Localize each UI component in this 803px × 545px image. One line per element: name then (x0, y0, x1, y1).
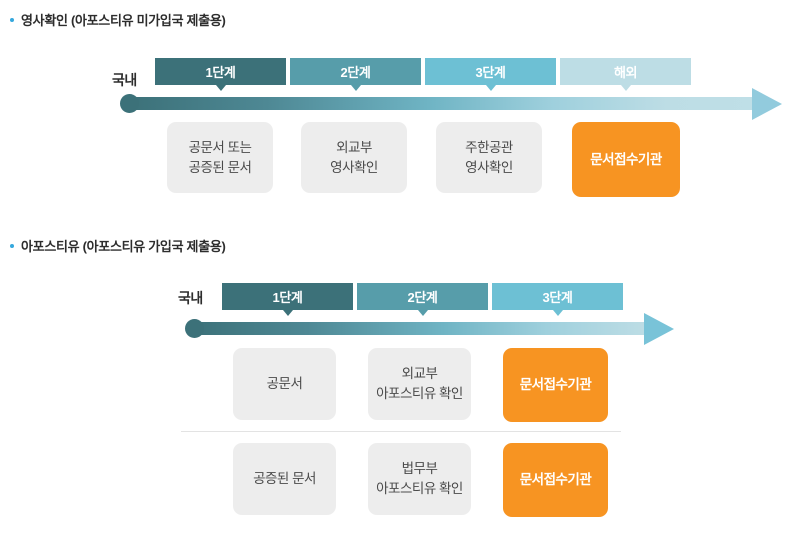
section-2-title: 아포스티유 (아포스티유 가입국 제출용) (10, 236, 226, 255)
bullet-icon (10, 17, 14, 22)
stage-label: 해외 (613, 65, 638, 80)
stage-notch-icon (282, 310, 293, 316)
section-2-row-2-box-3[interactable]: 문서접수기관 (503, 443, 608, 517)
stage-notch-icon (552, 310, 563, 316)
stage-notch-icon (350, 85, 361, 91)
section-2-progress-arrow (185, 313, 705, 353)
stage-notch-icon (215, 85, 226, 91)
section-2-row-1-box-2[interactable]: 외교부 아포스티유 확인 (368, 348, 471, 420)
stage-label: 3단계 (475, 65, 506, 80)
section-2-stage-2[interactable]: 2단계 (357, 283, 488, 316)
section-1-stage-2[interactable]: 2단계 (290, 58, 421, 91)
stage-label: 2단계 (407, 290, 438, 305)
stage-notch-icon (620, 85, 631, 91)
stage-label: 1단계 (272, 290, 303, 305)
section-1-box-3[interactable]: 주한공관 영사확인 (436, 122, 542, 193)
section-2-row-1-box-1[interactable]: 공문서 (233, 348, 336, 420)
arrow-shaft (129, 97, 754, 110)
arrow-start-dot-icon (120, 94, 139, 113)
section-1-stage-3[interactable]: 3단계 (425, 58, 556, 91)
section-1-title: 영사확인 (아포스티유 미가입국 제출용) (10, 10, 226, 29)
section-1-box-1[interactable]: 공문서 또는 공증된 문서 (167, 122, 273, 193)
section-1-progress-arrow (120, 88, 800, 128)
arrow-head-icon (644, 313, 674, 345)
stage-notch-icon (485, 85, 496, 91)
stage-label: 1단계 (205, 65, 236, 80)
section-2-row-divider (181, 431, 621, 432)
stage-notch-icon (417, 310, 428, 316)
section-1-stage-bar: 1단계 2단계 3단계 해외 (155, 58, 691, 91)
stage-label: 3단계 (542, 290, 573, 305)
arrow-head-icon (752, 88, 782, 120)
section-2-row-1-box-3[interactable]: 문서접수기관 (503, 348, 608, 422)
section-2-stage-bar: 1단계 2단계 3단계 (222, 283, 623, 316)
section-2-stage-1[interactable]: 1단계 (222, 283, 353, 316)
section-2-stage-3[interactable]: 3단계 (492, 283, 623, 316)
section-2-row-2-box-1[interactable]: 공증된 문서 (233, 443, 336, 515)
arrow-start-dot-icon (185, 319, 204, 338)
section-1-title-text: 영사확인 (아포스티유 미가입국 제출용) (21, 13, 226, 28)
section-1-box-2[interactable]: 외교부 영사확인 (301, 122, 407, 193)
stage-label: 2단계 (340, 65, 371, 80)
section-1-stage-4[interactable]: 해외 (560, 58, 691, 91)
section-2-timeline-label: 국내 (178, 290, 203, 306)
section-1-stage-1[interactable]: 1단계 (155, 58, 286, 91)
arrow-shaft (194, 322, 646, 335)
section-2-title-text: 아포스티유 (아포스티유 가입국 제출용) (21, 239, 226, 254)
section-1-timeline-label: 국내 (112, 72, 137, 88)
section-2-row-2-box-2[interactable]: 법무부 아포스티유 확인 (368, 443, 471, 515)
bullet-icon (10, 243, 14, 248)
section-1-box-4[interactable]: 문서접수기관 (572, 122, 680, 197)
